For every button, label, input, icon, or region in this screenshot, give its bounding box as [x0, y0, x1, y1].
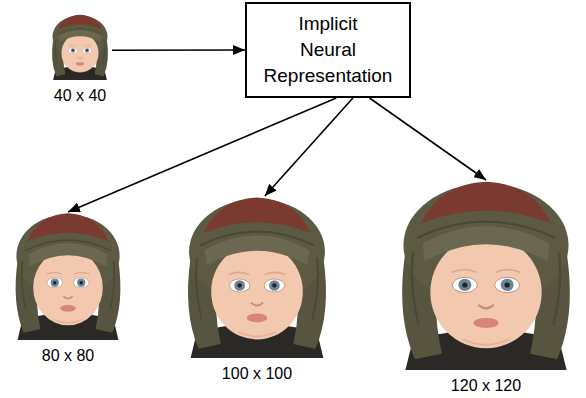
size-caption: 80 x 80	[42, 347, 94, 365]
image-frame: 80 x 80	[8, 212, 128, 340]
image-frame: 40 x 40	[48, 14, 112, 80]
arrow-connector	[265, 98, 353, 196]
arrow-connector	[68, 98, 336, 212]
process-box: Implicit Neural Representation	[245, 2, 411, 98]
size-caption: 100 x 100	[222, 365, 292, 383]
arrow-connector	[370, 98, 487, 180]
baby-photo	[8, 212, 128, 340]
size-caption: 120 x 120	[451, 377, 521, 395]
baby-figure	[188, 198, 326, 358]
baby-photo	[390, 180, 582, 370]
image-frame: 120 x 120	[390, 180, 582, 370]
arrow-connector	[112, 49, 245, 51]
baby-photo	[48, 14, 112, 80]
box-label: Implicit Neural Representation	[258, 11, 398, 89]
baby-photo	[178, 196, 336, 358]
baby-figure	[402, 182, 570, 370]
image-frame: 100 x 100	[178, 196, 336, 358]
baby-figure	[52, 15, 108, 80]
baby-figure	[16, 213, 121, 340]
size-caption: 40 x 40	[54, 87, 106, 105]
